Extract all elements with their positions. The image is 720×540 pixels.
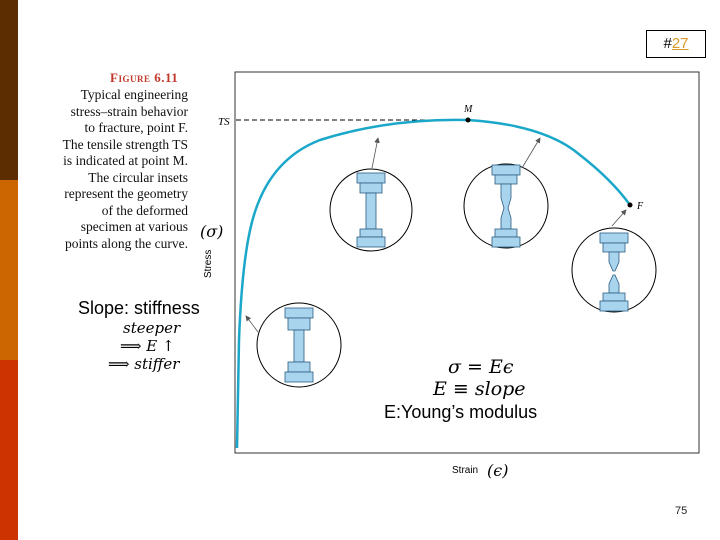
slide-number-link[interactable]: 27: [671, 35, 689, 52]
inset-uniform-arrow: [371, 137, 380, 169]
caption-line: Typical engineering: [80, 87, 188, 102]
point-m-marker: [465, 117, 471, 123]
sidebar-stripe-orange: [0, 180, 18, 360]
specimen-inset-fracture: [571, 227, 657, 313]
caption-line: is indicated at point M.: [63, 153, 188, 168]
figure-label: Figure 6.11: [110, 70, 179, 85]
caption-line: stress–strain behavior: [70, 103, 188, 119]
caption-line: specimen at various: [80, 219, 188, 234]
specimen-inset-uniform: [329, 168, 413, 252]
sidebar-stripe-dark: [0, 0, 18, 180]
slope-line-steeper: steeper: [123, 319, 181, 337]
caption-line: to fracture, point F.: [84, 120, 188, 135]
slope-line-e-up: ⟹ E ↑: [120, 337, 175, 355]
caption-line: The tensile strength TS: [62, 136, 188, 152]
caption-line: of the deformed: [101, 202, 188, 218]
point-m-label: M: [463, 104, 473, 115]
inset-fracture-arrow: [611, 209, 627, 227]
inset-elastic-arrow: [245, 315, 259, 333]
inset-necking-arrow: [521, 137, 541, 169]
specimen-inset-elastic: [256, 302, 342, 388]
x-axis-symbol: (ϵ): [487, 461, 508, 480]
slope-annotation: Slope: stiffness steeper ⟹ E ↑ ⟹ stiffer: [78, 298, 228, 373]
y-axis-label: Stress: [203, 250, 214, 278]
caption-line: The circular insets: [88, 169, 188, 185]
equation-hooke: σ = Eϵ: [448, 356, 514, 378]
slide-number-prefix: #: [663, 35, 672, 52]
page-number: 75: [675, 505, 688, 517]
specimen-inset-necking: [463, 163, 549, 249]
point-f-label: F: [636, 201, 644, 212]
youngs-modulus-text: E:Young’s modulus: [384, 402, 537, 422]
caption-line: represent the geometry: [64, 186, 188, 201]
stress-strain-curve: [235, 118, 632, 449]
x-axis-label: Strain: [452, 465, 478, 476]
figure-caption: Typical engineering stress–strain behavi…: [30, 87, 188, 252]
equation-slope: E ≡ slope: [432, 378, 526, 400]
point-f-marker: [627, 202, 633, 208]
slide-number-box: #27: [646, 30, 706, 58]
slope-line-stiffer: ⟹ stiffer: [108, 355, 180, 373]
sidebar-stripe-red: [0, 360, 18, 540]
slope-title: Slope: stiffness: [78, 298, 200, 318]
ts-label: TS: [218, 116, 230, 128]
caption-line: points along the curve.: [65, 235, 188, 251]
y-axis-symbol: (σ): [200, 222, 223, 241]
